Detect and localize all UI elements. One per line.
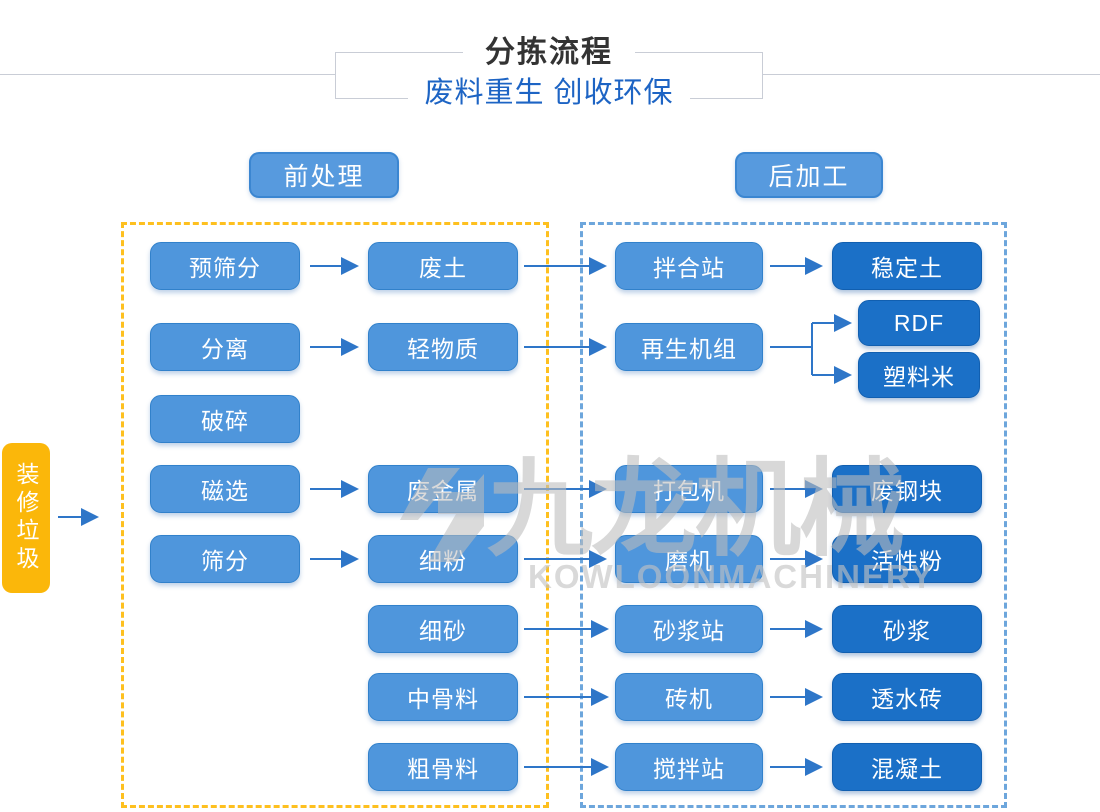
- node-separation: 分离: [150, 323, 300, 371]
- node-regeneration-unit: 再生机组: [615, 323, 763, 371]
- node-mortar: 砂浆: [832, 605, 982, 653]
- title-frame: 分拣流程 废料重生 创收环保: [335, 36, 763, 109]
- node-fine-powder: 细粉: [368, 535, 518, 583]
- node-coarse-aggregate: 粗骨料: [368, 743, 518, 791]
- node-stabilized-soil: 稳定土: [832, 242, 982, 290]
- node-waste-soil: 废土: [368, 242, 518, 290]
- node-mill: 磨机: [615, 535, 763, 583]
- page-title-text: 分拣流程: [463, 36, 635, 69]
- node-rdf: RDF: [858, 300, 980, 346]
- node-mixing-plant: 拌合站: [615, 242, 763, 290]
- node-permeable-brick: 透水砖: [832, 673, 982, 721]
- node-baler: 打包机: [615, 465, 763, 513]
- node-scrap-steel: 废钢块: [832, 465, 982, 513]
- node-concrete: 混凝土: [832, 743, 982, 791]
- node-pre-screening: 预筛分: [150, 242, 300, 290]
- section-label-pretreatment: 前处理: [249, 152, 399, 198]
- pretreatment-group-frame: [121, 222, 549, 808]
- node-scrap-metal: 废金属: [368, 465, 518, 513]
- header-rule-right: [763, 74, 1100, 75]
- node-magnetic-separation: 磁选: [150, 465, 300, 513]
- node-light-material: 轻物质: [368, 323, 518, 371]
- node-crushing: 破碎: [150, 395, 300, 443]
- postprocessing-group-frame: [580, 222, 1007, 808]
- header-rule-left: [0, 74, 335, 75]
- node-screening: 筛分: [150, 535, 300, 583]
- node-brick-machine: 砖机: [615, 673, 763, 721]
- node-active-powder: 活性粉: [832, 535, 982, 583]
- node-concrete-mixing-station: 搅拌站: [615, 743, 763, 791]
- node-renovation-waste: 装修垃圾: [2, 443, 50, 593]
- node-fine-sand: 细砂: [368, 605, 518, 653]
- page-subtitle-text: 废料重生 创收环保: [408, 77, 690, 109]
- section-label-postprocessing: 后加工: [735, 152, 883, 198]
- node-plastic-pellets: 塑料米: [858, 352, 980, 398]
- page-subtitle: 废料重生 创收环保: [336, 77, 762, 114]
- node-mortar-station: 砂浆站: [615, 605, 763, 653]
- page-title: 分拣流程: [336, 36, 762, 75]
- node-medium-aggregate: 中骨料: [368, 673, 518, 721]
